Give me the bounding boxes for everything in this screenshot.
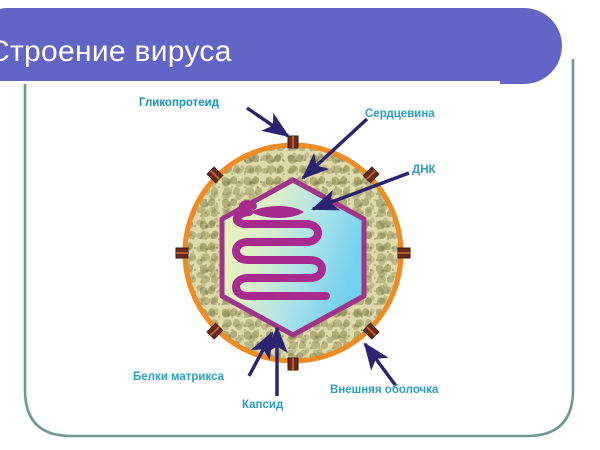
leader-dna [311, 171, 410, 211]
virus-structure-diagram [175, 106, 411, 396]
label-dna: ДНК [412, 164, 436, 176]
title-banner: Строение вируса [0, 8, 562, 84]
diagram-container: Гликопротеид Сердцевина ДНК Белки матрик… [0, 86, 600, 446]
leader-glycoprotein [246, 106, 290, 138]
glycoprotein-spikes [175, 135, 411, 371]
label-envelope: Внешняя оболочка [330, 384, 439, 396]
leader-envelope [363, 342, 398, 388]
label-glycoprotein: Гликопротеид [139, 97, 220, 109]
leader-core [301, 117, 369, 180]
label-core: Сердцевина [365, 108, 435, 120]
dna-strand [232, 200, 330, 300]
label-capsid: Капсид [242, 399, 284, 411]
page-title: Строение вируса [0, 35, 232, 68]
label-matrix: Белки матрикса [133, 371, 225, 383]
title-underline [0, 81, 500, 84]
leader-lines [246, 106, 410, 396]
